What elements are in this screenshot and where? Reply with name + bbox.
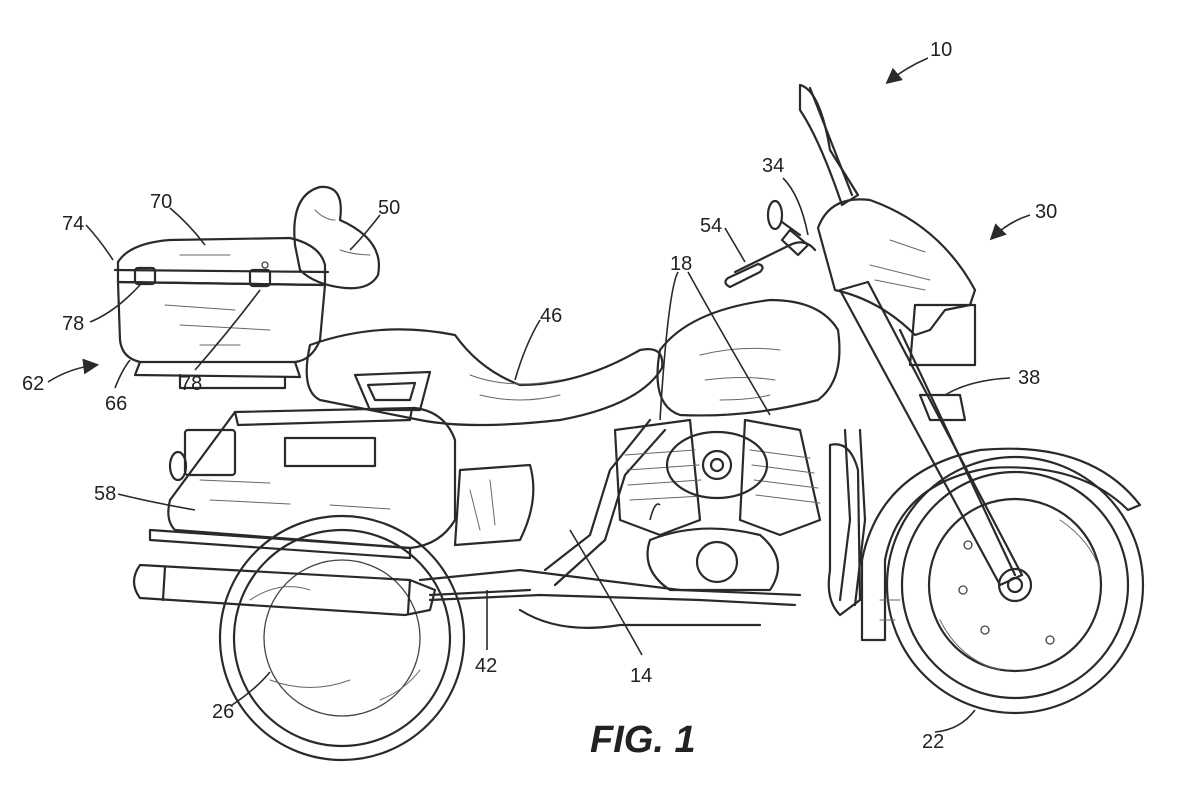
ref-frame: 42 bbox=[475, 655, 497, 677]
ref-engine: 14 bbox=[630, 665, 652, 687]
ref-cylinder-heads: 18 bbox=[670, 253, 692, 275]
side-cover bbox=[453, 463, 535, 547]
trunk bbox=[113, 236, 330, 390]
ref-fairing: 30 bbox=[1035, 201, 1057, 223]
rear-wheel bbox=[218, 514, 466, 762]
seat bbox=[305, 328, 664, 427]
engine bbox=[613, 418, 822, 592]
ref-front-wheel: 22 bbox=[922, 731, 944, 753]
ref-backrest: 50 bbox=[378, 197, 400, 219]
ref-trunk-assembly: 62 bbox=[22, 373, 44, 395]
leader-lines bbox=[47, 57, 1031, 733]
ref-grip: 54 bbox=[700, 215, 722, 237]
fairing bbox=[816, 198, 977, 367]
ref-trunk-base: 66 bbox=[105, 393, 127, 415]
ref-latch-right: 78 bbox=[180, 373, 202, 395]
exhaust-muffler bbox=[132, 563, 532, 617]
windshield bbox=[798, 83, 860, 207]
front-fork bbox=[838, 280, 1024, 587]
ref-saddlebag: 58 bbox=[94, 483, 116, 505]
backrest bbox=[293, 185, 381, 290]
ref-rear-wheel: 26 bbox=[212, 701, 234, 723]
engine-guard bbox=[827, 443, 862, 617]
rear-frame-struts bbox=[353, 370, 432, 412]
front-fender bbox=[860, 447, 1142, 642]
handlebar bbox=[724, 199, 817, 289]
figure-caption: FIG. 1 bbox=[590, 719, 696, 761]
front-wheel bbox=[885, 455, 1145, 715]
saddlebag bbox=[148, 406, 457, 560]
fuel-tank bbox=[656, 298, 841, 417]
ref-front-fork: 38 bbox=[1018, 367, 1040, 389]
ref-handlebar: 34 bbox=[762, 155, 784, 177]
ref-motorcycle: 10 bbox=[930, 39, 952, 61]
ref-trunk-lid: 70 bbox=[150, 191, 172, 213]
ref-latch-left: 78 bbox=[62, 313, 84, 335]
ref-hinge: 74 bbox=[62, 213, 84, 235]
ref-seat: 46 bbox=[540, 305, 562, 327]
